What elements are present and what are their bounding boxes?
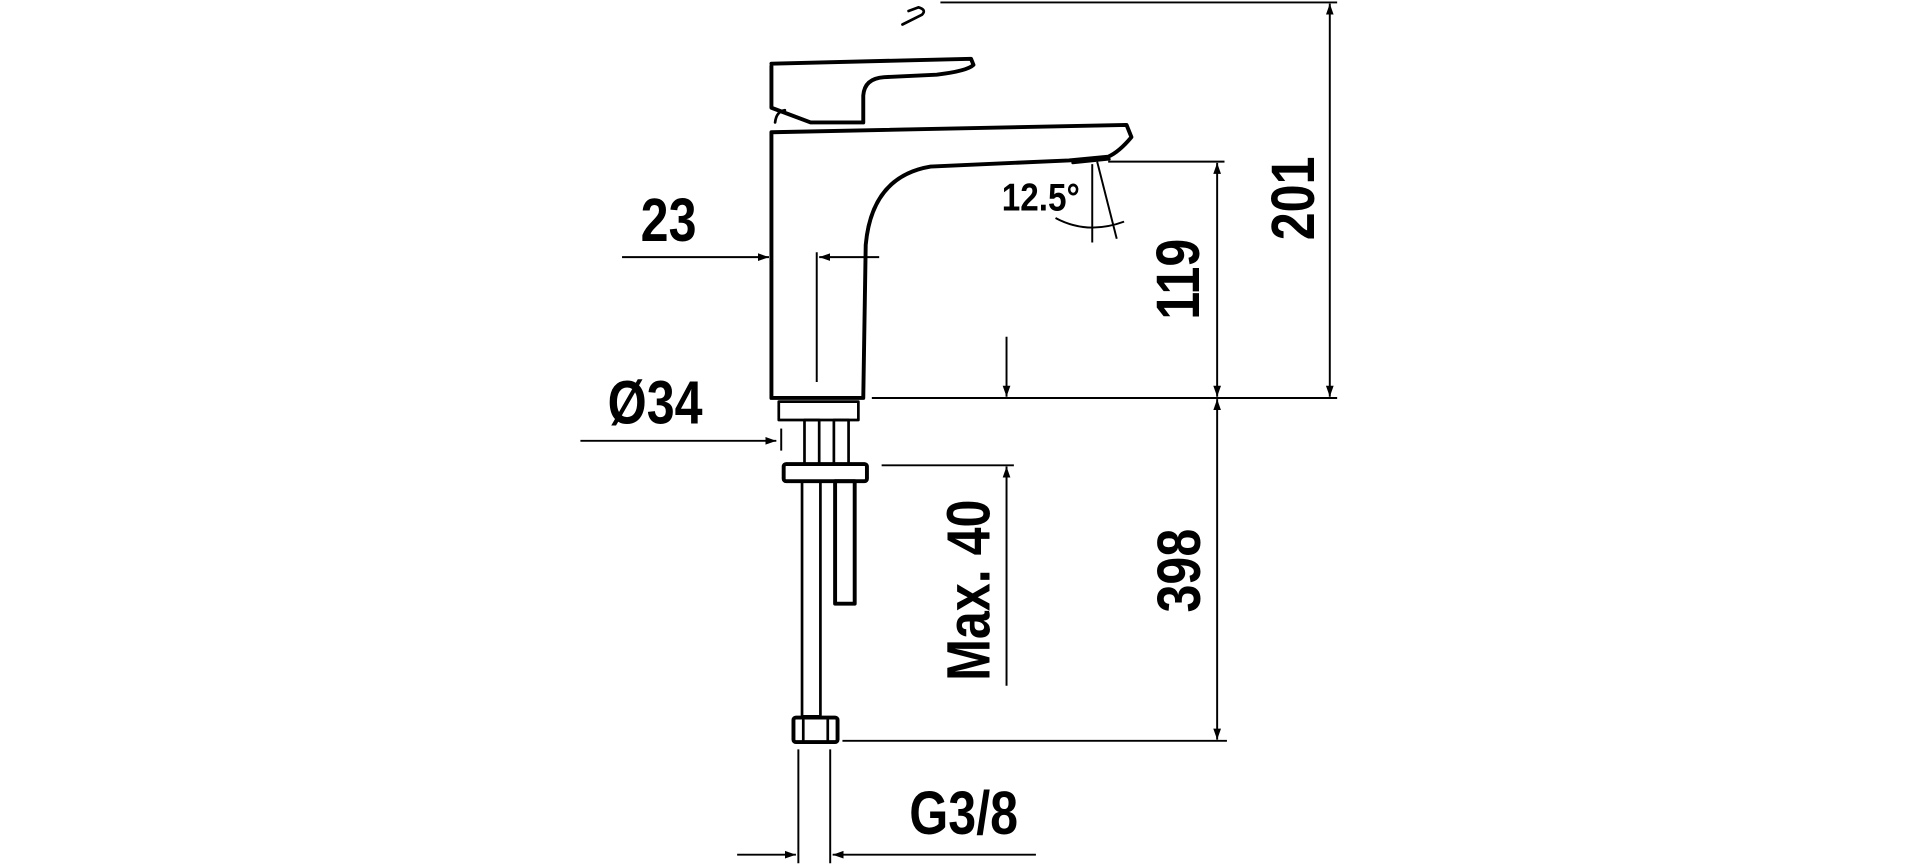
dimension-base-diameter: Ø34 — [580, 368, 783, 451]
mounting-assembly — [777, 400, 869, 745]
angle-arc — [1055, 217, 1125, 229]
mounting-nut-plate — [781, 462, 869, 484]
hose-connector-nut — [791, 715, 840, 745]
handle-outline — [769, 56, 976, 125]
dimension-counter-thickness: Max. 40 — [881, 336, 1014, 686]
aerator-line — [1071, 157, 1111, 165]
faucet-body — [769, 6, 1134, 400]
base-flange — [777, 400, 860, 422]
flex-hose — [800, 479, 822, 718]
spout-outline — [769, 122, 1134, 400]
label-max-40: Max. 40 — [934, 500, 1003, 681]
handle-pivot-arc — [773, 108, 787, 124]
label-398: 398 — [1144, 529, 1213, 613]
dimension-hose-length: 398 — [842, 399, 1227, 742]
dimension-spout-angle: 12.5° — [1002, 161, 1125, 243]
label-119: 119 — [1143, 239, 1212, 320]
label-diameter-34: Ø34 — [608, 368, 703, 437]
top-swing-squiggle — [901, 6, 926, 26]
label-g3-8: G3/8 — [909, 778, 1018, 847]
threaded-rod-upper — [803, 418, 821, 466]
dimension-connection-thread: G3/8 — [737, 749, 1036, 864]
label-23: 23 — [641, 185, 697, 254]
label-angle-12-5: 12.5° — [1002, 175, 1080, 219]
fixing-rod — [833, 479, 857, 606]
dimension-total-height: 201 — [871, 1, 1338, 399]
label-201: 201 — [1258, 156, 1327, 240]
dimension-spout-height: 119 — [1108, 160, 1225, 397]
supply-pipe-upper — [832, 418, 850, 466]
dimension-outlet-offset: 23 — [622, 185, 880, 262]
